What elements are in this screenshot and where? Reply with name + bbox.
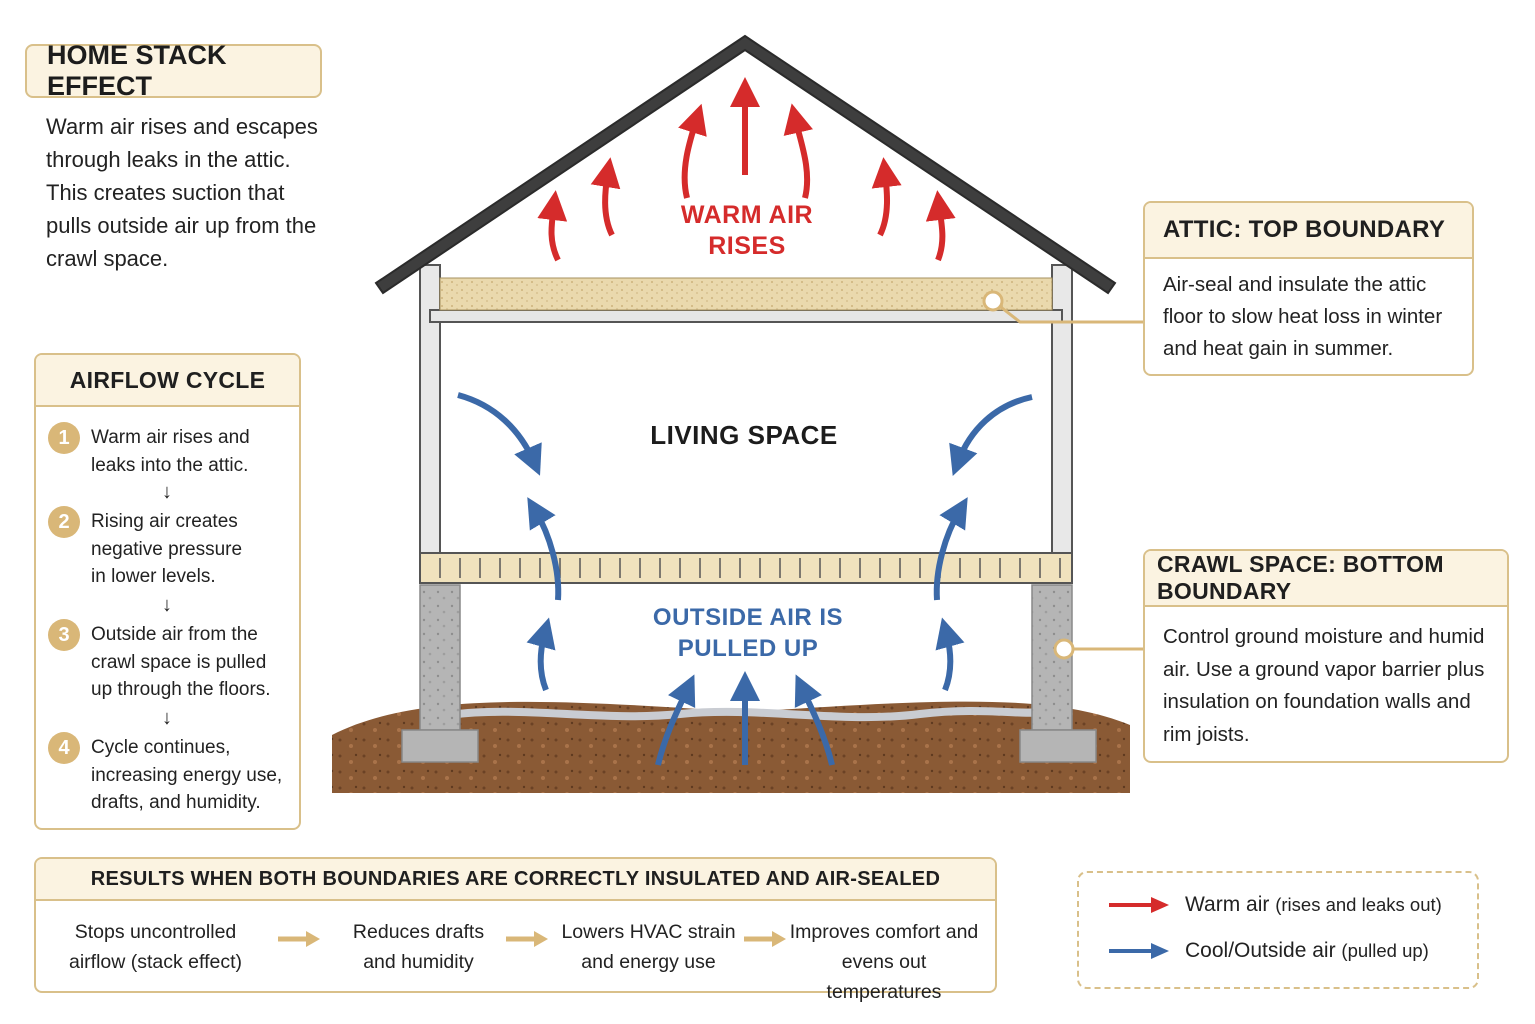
cool-arrow [949,394,1033,477]
foundation-left [419,584,461,731]
roof [374,34,1117,295]
cycle-step: 2 Rising air creates negative pressure i… [48,506,251,591]
step-number-badge: 3 [48,619,80,651]
attic-leader-dot [982,290,1004,312]
crawl-body: Control ground moisture and humid air. U… [1163,625,1485,746]
attic-heading: ATTIC: TOP BOUNDARY [1145,203,1472,259]
ground-soil [332,701,1130,793]
warm-arrow [871,157,902,237]
arrow-down-icon: ↓ [162,594,172,616]
cycle-step: 1 Warm air rises and leaks into the atti… [48,422,291,479]
crawl-leader-dot [1053,638,1075,660]
step-number-badge: 2 [48,506,80,538]
legend-warm-label: Warm air (rises and leaks out) [1185,893,1442,916]
floor-joists [419,552,1073,584]
result-line: Improves comfort and [789,921,979,943]
intro-text: Warm air rises and escapes through leaks… [46,114,318,271]
warm-arrow [590,157,621,237]
step-number-badge: 1 [48,422,80,454]
step-text: Cycle continues, increasing energy use, … [91,737,283,813]
warm-arrow-icon [1109,897,1169,913]
cycle-step: 4 Cycle continues, increasing energy use… [48,732,286,817]
ceiling-beam [429,309,1063,323]
cycle-step: 3 Outside air from the crawl space is pu… [48,619,281,704]
vapor-barrier [449,707,1041,722]
cool-arrow [457,392,542,476]
cool-air-arrows [457,392,1033,766]
arrow-right-icon [278,931,320,947]
crawl-heading: CRAWL SPACE: BOTTOM BOUNDARY [1145,551,1507,607]
wall-right [1051,264,1073,554]
step-text: Warm air rises and leaks into the attic. [91,427,250,476]
cool-arrow [526,617,556,692]
warm-arrow [925,190,956,262]
crawl-space-boundary-panel: CRAWL SPACE: BOTTOM BOUNDARY Control gro… [1143,549,1509,763]
result-item: Stops uncontrolled airflow (stack effect… [58,917,253,977]
cool-arrow [794,674,835,766]
page-title: HOME STACK EFFECT [25,40,322,101]
step-number-badge: 4 [48,732,80,764]
attic-body: Air-seal and insulate the attic floor to… [1163,273,1443,360]
arrow-right-icon [506,931,548,947]
arrow-right-icon [744,931,786,947]
legend-cool-label: Cool/Outside air (pulled up) [1185,939,1429,962]
result-item: Lowers HVAC strain and energy use [556,917,741,977]
result-item: Reduces drafts and humidity [336,917,501,977]
warm-arrow [537,190,568,262]
result-line: airflow (stack effect) [68,951,243,973]
result-line: and humidity [363,951,474,973]
living-space-label: LIVING SPACE [650,420,838,450]
result-line: Stops uncontrolled [74,921,237,943]
warm-arrow [783,103,813,199]
airflow-cycle-heading: AIRFLOW CYCLE [36,355,299,407]
footing-left [401,729,479,763]
footing-right [1019,729,1097,763]
step-text: Outside air from the crawl space is pull… [91,624,271,700]
arrow-down-icon: ↓ [162,481,172,503]
result-line: Lowers HVAC strain [561,921,736,943]
cool-arrow [935,617,965,692]
results-panel: RESULTS WHEN BOTH BOUNDARIES ARE CORRECT… [34,857,997,1003]
attic-boundary-panel: ATTIC: TOP BOUNDARY Air-seal and insulat… [1143,201,1474,376]
cool-arrow [527,497,562,601]
result-line: Reduces drafts [352,921,485,943]
airflow-cycle-panel: AIRFLOW CYCLE 1 Warm air rises and leaks… [34,353,301,830]
result-line: and energy use [581,951,716,973]
attic-insulation [439,277,1053,311]
arrow-down-icon: ↓ [162,707,172,729]
cool-arrow [655,674,696,766]
legend: Warm air (rises and leaks out) Cool/Outs… [1077,871,1479,989]
warm-arrow [678,103,707,199]
result-item: Improves comfort and evens out temperatu… [784,917,984,1007]
outside-air-label: OUTSIDE AIR IS PULLED UP [652,604,844,662]
legend-warm-row: Warm air (rises and leaks out) [1107,893,1442,917]
result-line: evens out temperatures [826,951,942,1003]
results-heading: RESULTS WHEN BOTH BOUNDARIES ARE CORRECT… [36,859,995,901]
legend-cool-row: Cool/Outside air (pulled up) [1107,939,1429,963]
warm-air-arrows [537,77,956,262]
step-text: Rising air creates negative pressure in … [91,511,243,587]
wall-left [419,264,441,554]
warm-air-label: WARM AIR RISES [680,201,814,260]
cool-arrow [933,497,968,601]
cool-arrow-icon [1109,943,1169,959]
attic-leader-line [992,299,1143,324]
